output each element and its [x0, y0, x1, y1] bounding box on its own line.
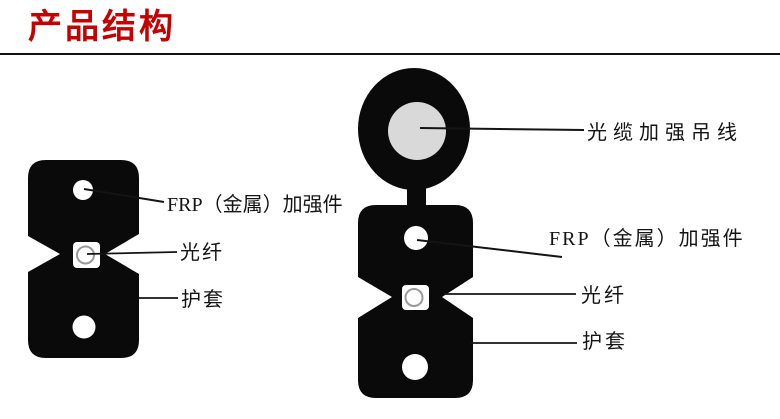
right-cable-web-neck [407, 182, 426, 208]
page-title: 产品结构 [28, 8, 176, 46]
right-cable-top-strength-member [404, 226, 428, 250]
right-cable-cross-section [358, 68, 585, 398]
right-messenger-wire-label: 光缆加强吊线 [587, 122, 743, 144]
left-cable-bottom-strength-member [72, 315, 96, 339]
left-cable-cross-section [28, 160, 178, 358]
right-cable-messenger-wire [388, 102, 446, 160]
right-messenger-leader-line [419, 127, 585, 131]
right-sheath-label: 护套 [582, 331, 628, 353]
right-fiber-label: 光纤 [581, 285, 627, 307]
left-cable-fiber [76, 245, 95, 265]
right-cable-fiber [404, 288, 424, 307]
left-strength-member-label: FRP（金属）加强件 [167, 194, 343, 216]
left-fiber-leader-line [86, 251, 178, 255]
right-frp-leader-line [416, 239, 563, 258]
left-cable-top-strength-member [73, 180, 93, 200]
header-divider [0, 53, 780, 55]
left-frp-leader-line [83, 188, 165, 203]
left-fiber-label: 光纤 [180, 242, 224, 264]
right-cable-bottom-strength-member [402, 354, 428, 380]
left-sheath-label: 护套 [181, 289, 225, 311]
right-strength-member-label: FRP（金属）加强件 [549, 228, 745, 250]
